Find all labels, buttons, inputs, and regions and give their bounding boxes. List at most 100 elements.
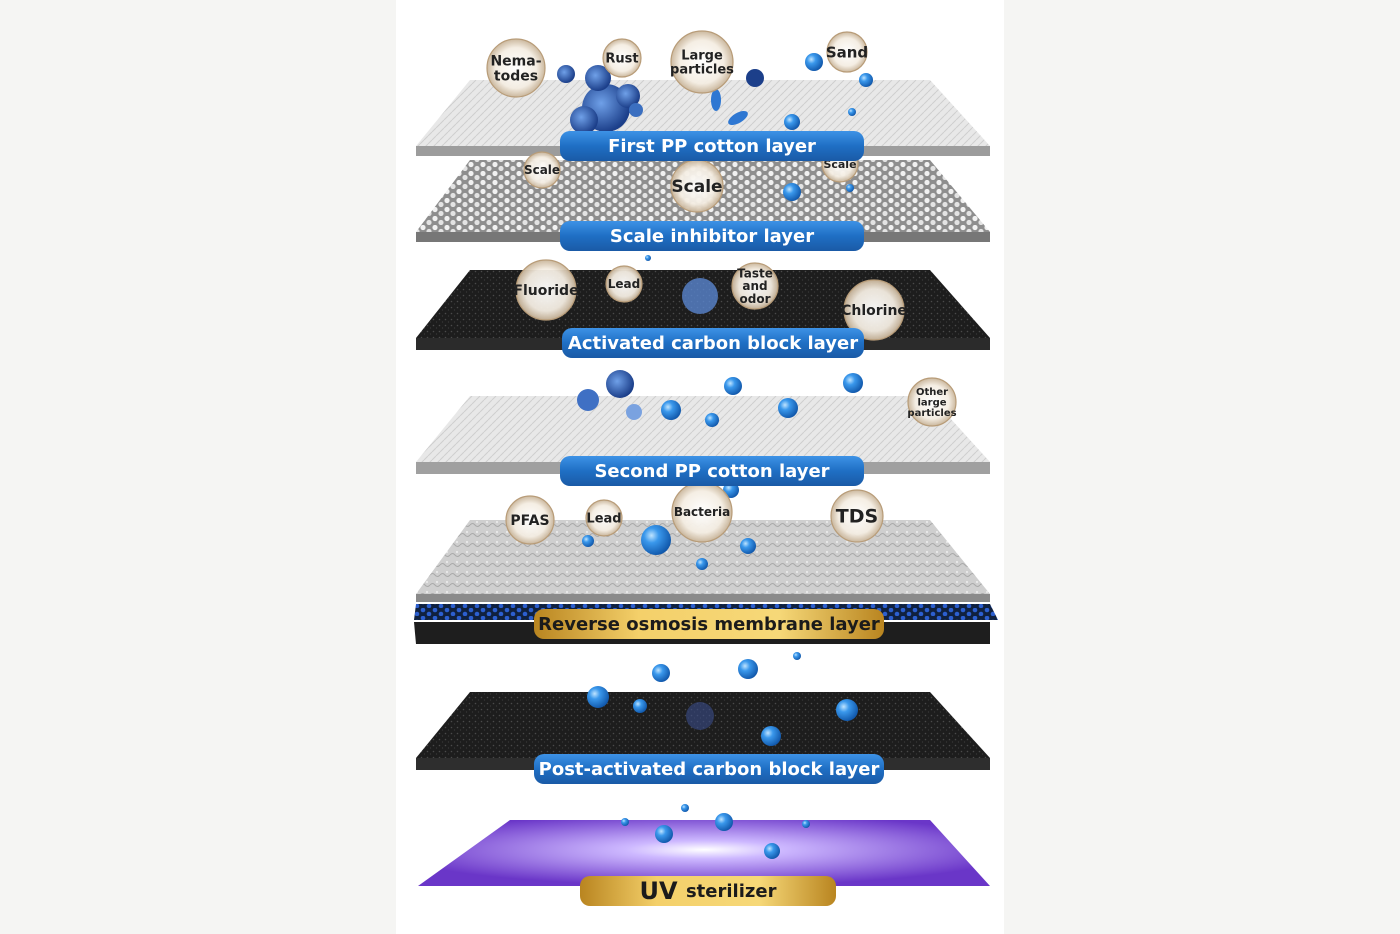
bubble-label: Fluoride [513, 283, 578, 299]
water-drop [848, 108, 856, 116]
water-drops [582, 53, 873, 859]
bubble-label: Sand [826, 43, 868, 61]
layer-uv-sterilizer [418, 820, 990, 886]
label-text: UV sterilizer [640, 877, 777, 905]
bubble-circle [826, 31, 868, 73]
bubble-circle [523, 151, 561, 189]
bubble-scale-left: Scale [523, 151, 561, 189]
germ-cluster-post-carbon [686, 702, 714, 730]
bubble-chlorine: Chlorine [841, 279, 907, 341]
bubble-circle [731, 262, 779, 310]
bubble-circle [486, 38, 546, 98]
germ-cluster-second-pp [577, 370, 642, 420]
germ-cluster-top [557, 65, 764, 134]
bubble-circle [907, 377, 957, 427]
water-drop [587, 686, 609, 708]
water-drop [784, 114, 800, 130]
bubble-label: Bacteria [674, 505, 730, 519]
bubble-label: PFAS [510, 513, 549, 529]
bubble-circle [670, 30, 734, 94]
water-drop [805, 53, 823, 71]
water-drop [793, 652, 801, 660]
bubble-tds: TDS [830, 489, 884, 543]
bubble-scale-center: Scale [670, 159, 724, 213]
water-drop [761, 726, 781, 746]
bubble-label: Scale [524, 163, 560, 177]
water-drop [696, 558, 708, 570]
label-background [562, 328, 864, 358]
bubble-rust: Rust [602, 38, 642, 78]
bubble-lead-2: Lead [585, 499, 623, 537]
bubble-sand: Sand [826, 31, 868, 73]
bubble-circle [605, 265, 643, 303]
water-drop [661, 400, 681, 420]
label-scale-inhibitor: Scale inhibitor layer [560, 221, 864, 251]
bubble-circle [830, 489, 884, 543]
bubble-lead-1: Lead [605, 265, 643, 303]
label-ro-membrane: Reverse osmosis membrane layer [534, 609, 884, 639]
bubble-circle [505, 495, 555, 545]
bubble-label: Lead [586, 512, 621, 527]
bubble-circle [585, 499, 623, 537]
water-drop [783, 183, 801, 201]
water-drop [859, 73, 873, 87]
bubble-nematodes: Nema-todes [486, 38, 546, 98]
label-text: Activated carbon block layer [568, 333, 858, 354]
water-drop [836, 699, 858, 721]
bubble-pfas: PFAS [505, 495, 555, 545]
water-drop [764, 843, 780, 859]
bubble-label: Scale [823, 158, 856, 171]
water-drop [681, 804, 689, 812]
label-background [534, 609, 884, 639]
label-background [580, 876, 836, 906]
label-text: First PP cotton layer [608, 136, 816, 157]
water-drop [582, 535, 594, 547]
water-drop [724, 377, 742, 395]
label-background [560, 456, 864, 486]
label-background [534, 754, 884, 784]
water-drop [846, 184, 854, 192]
water-drop [655, 825, 673, 843]
water-drop [738, 659, 758, 679]
bubble-circle [515, 259, 577, 321]
bubble-label: TDS [836, 506, 878, 528]
bubble-label: Lead [608, 277, 640, 291]
water-drop [740, 538, 756, 554]
bubble-label: Scale [671, 177, 722, 197]
bubble-circle [843, 279, 905, 341]
bubble-circle [602, 38, 642, 78]
water-drop [778, 398, 798, 418]
label-text: Post-activated carbon block layer [539, 759, 880, 780]
bubble-fluoride: Fluoride [513, 259, 579, 321]
water-drop [705, 413, 719, 427]
bubble-bacteria: Bacteria [671, 481, 733, 543]
label-background [560, 131, 864, 161]
label-uv: UV sterilizer [580, 876, 836, 906]
water-drop [843, 373, 863, 393]
bubble-label: Nema-todes [490, 54, 541, 85]
germ-cluster-carbon [682, 278, 718, 314]
water-drop [715, 813, 733, 831]
water-drop [645, 255, 651, 261]
water-drop [802, 820, 810, 828]
water-drop [652, 664, 670, 682]
bubble-label: Rust [605, 52, 638, 67]
bubble-label: Chlorine [841, 303, 907, 319]
label-post-carbon: Post-activated carbon block layer [534, 754, 884, 784]
label-text: Scale inhibitor layer [610, 226, 814, 247]
label-second-pp: Second PP cotton layer [560, 456, 864, 486]
water-drop [641, 525, 671, 555]
label-text: Second PP cotton layer [594, 461, 829, 482]
label-activated-carbon: Activated carbon block layer [562, 328, 864, 358]
water-drop [621, 818, 629, 826]
